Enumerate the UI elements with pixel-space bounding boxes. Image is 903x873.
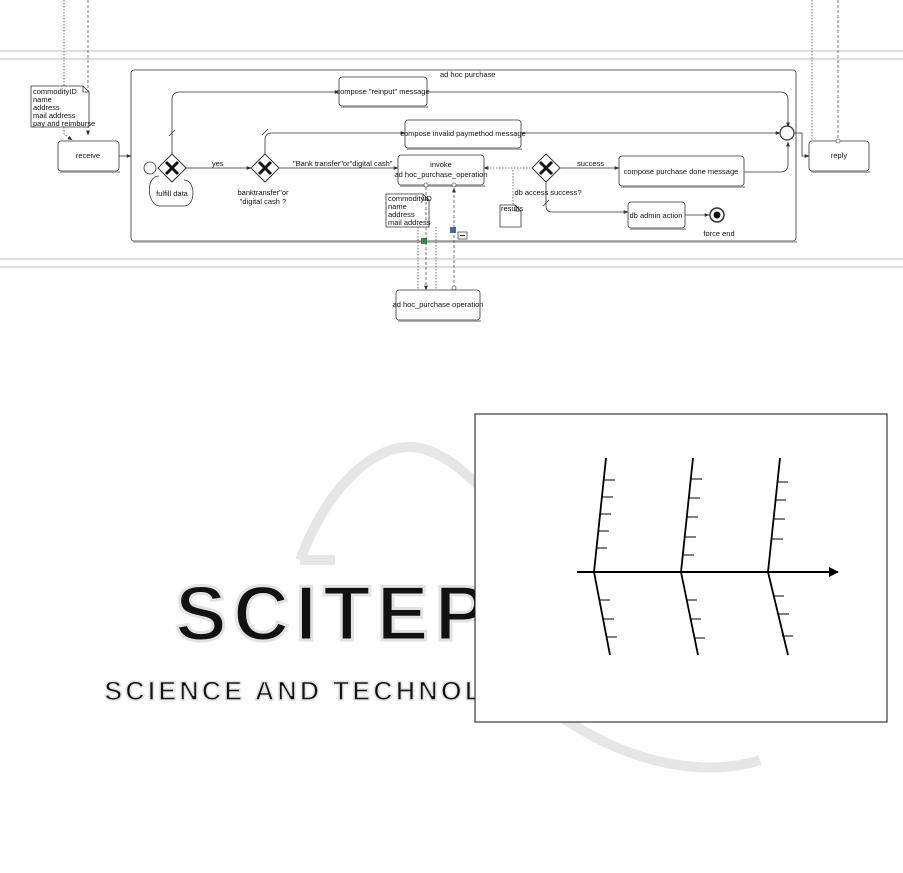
sequence-flow bbox=[171, 90, 340, 154]
bone bbox=[593, 571, 611, 656]
force-end-label: force end bbox=[703, 229, 734, 238]
task-label: ad hoc_purchase operation bbox=[393, 300, 484, 309]
default-mark bbox=[261, 128, 269, 136]
association bbox=[63, 127, 73, 141]
default-mark bbox=[168, 129, 176, 137]
task-ad-hoc-purchase-operation[interactable]: ad hoc_purchase operation bbox=[393, 289, 484, 322]
data-object-results: results bbox=[499, 204, 523, 228]
sequence-flow bbox=[427, 91, 790, 128]
gateway3-label: db access success? bbox=[514, 188, 581, 197]
data-field: commodityID bbox=[33, 87, 77, 96]
task-compose-done[interactable]: compose purchase done message bbox=[618, 155, 745, 188]
task-label: compose purchase done message bbox=[624, 167, 739, 176]
rib-group bbox=[683, 478, 705, 639]
data-field: name bbox=[33, 95, 52, 104]
exclusive-gateway-1 bbox=[157, 153, 187, 183]
bone bbox=[680, 457, 694, 573]
gateway2-label-1: banktransfer"or bbox=[237, 188, 289, 197]
bone bbox=[767, 457, 781, 573]
bone bbox=[593, 457, 607, 573]
rib-group bbox=[772, 481, 793, 637]
data-field: commodityID bbox=[388, 194, 432, 203]
task-label-1: invoke bbox=[430, 160, 452, 169]
task-label: compose invalid paymethod message bbox=[400, 129, 526, 138]
label-yes: yes bbox=[212, 159, 224, 168]
default-mark bbox=[542, 199, 550, 207]
task-compose-reinput[interactable]: compose "reinput" message bbox=[336, 76, 430, 108]
exclusive-gateway-2 bbox=[250, 153, 280, 183]
sequence-flow bbox=[794, 132, 810, 158]
label-success: success bbox=[577, 159, 604, 168]
subprocess-ad-hoc-purchase[interactable] bbox=[130, 69, 797, 242]
data-object-commodity: commodityID name address mail address pa… bbox=[30, 85, 95, 128]
task-reply[interactable]: reply bbox=[808, 138, 870, 173]
rib-group bbox=[597, 479, 617, 638]
task-db-admin[interactable]: db admin action bbox=[627, 201, 686, 230]
sequence-flow bbox=[744, 141, 790, 173]
task-invoke[interactable]: invoke ad hoc_purchase_operation bbox=[395, 154, 488, 188]
fulfill-label: fulfill data bbox=[156, 189, 189, 198]
task-label: compose "reinput" message bbox=[336, 87, 429, 96]
subprocess-title: ad hoc purchase bbox=[440, 70, 495, 79]
task-compose-invalid[interactable]: compose invalid paymethod message bbox=[400, 119, 526, 150]
data-field: mail address bbox=[33, 111, 76, 120]
task-label: db admin action bbox=[630, 211, 683, 220]
message-start bbox=[451, 285, 457, 291]
data-field: mail address bbox=[388, 218, 431, 227]
bone bbox=[680, 571, 699, 656]
data-object-request: commodityID name address mail address bbox=[385, 193, 432, 228]
task-receive[interactable]: receive bbox=[57, 140, 120, 173]
bpmn-diagram: commodityID name address mail address pa… bbox=[0, 0, 903, 322]
message-icon bbox=[450, 227, 456, 233]
terminate-end-event bbox=[709, 207, 725, 223]
end-event bbox=[779, 125, 795, 141]
message-icon bbox=[421, 238, 427, 244]
results-label: results bbox=[501, 204, 523, 213]
data-field: pay and reimburse bbox=[33, 119, 95, 128]
task-label-2: ad hoc_purchase_operation bbox=[395, 170, 488, 179]
task-label: receive bbox=[76, 151, 100, 160]
data-field: name bbox=[388, 202, 407, 211]
task-label: reply bbox=[831, 151, 848, 160]
sequence-flow bbox=[264, 131, 406, 154]
gateway2-label-2: "digital cash ? bbox=[240, 197, 286, 206]
sequence-flow bbox=[545, 182, 629, 214]
start-event bbox=[143, 161, 157, 175]
fishbone-diagram bbox=[474, 413, 888, 723]
label-bank-condition: "Bank transfer"or"digital cash" bbox=[293, 159, 393, 168]
collapse-icon[interactable] bbox=[457, 231, 468, 240]
data-field: address bbox=[33, 103, 60, 112]
data-field: address bbox=[388, 210, 415, 219]
exclusive-gateway-3 bbox=[531, 153, 561, 183]
loop-flow bbox=[148, 175, 194, 207]
